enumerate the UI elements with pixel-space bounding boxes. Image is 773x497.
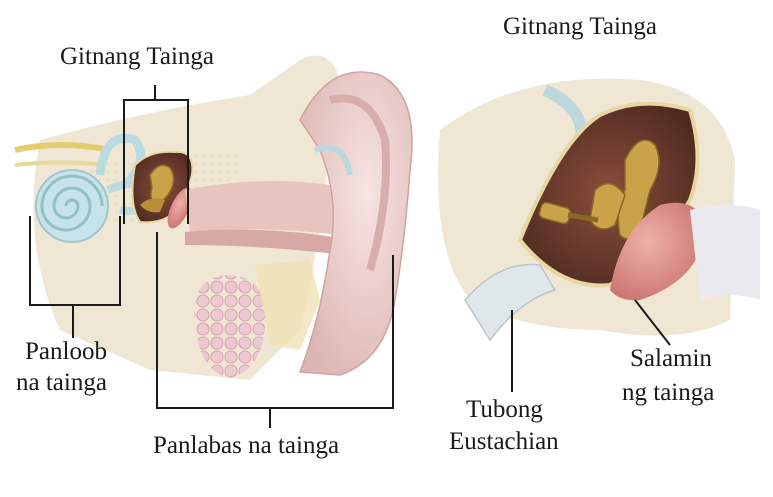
label-inner-ear-line2: na tainga	[16, 369, 107, 397]
ear-canal	[185, 181, 340, 235]
left-ear-illustration	[15, 56, 412, 381]
label-eardrum-line2: ng tainga	[622, 379, 714, 407]
label-outer-ear: Panlabas na tainga	[153, 432, 339, 460]
right-middle-ear-illustration	[438, 79, 760, 340]
label-middle-ear-right: Gitnang Tainga	[503, 13, 657, 41]
label-eustachian-line1: Tubong	[466, 396, 543, 424]
label-middle-ear-left: Gitnang Tainga	[60, 43, 214, 71]
label-eustachian-line2: Eustachian	[449, 428, 559, 456]
label-inner-ear-line1: Panloob	[25, 338, 107, 366]
label-eardrum-line1: Salamin	[630, 345, 712, 373]
